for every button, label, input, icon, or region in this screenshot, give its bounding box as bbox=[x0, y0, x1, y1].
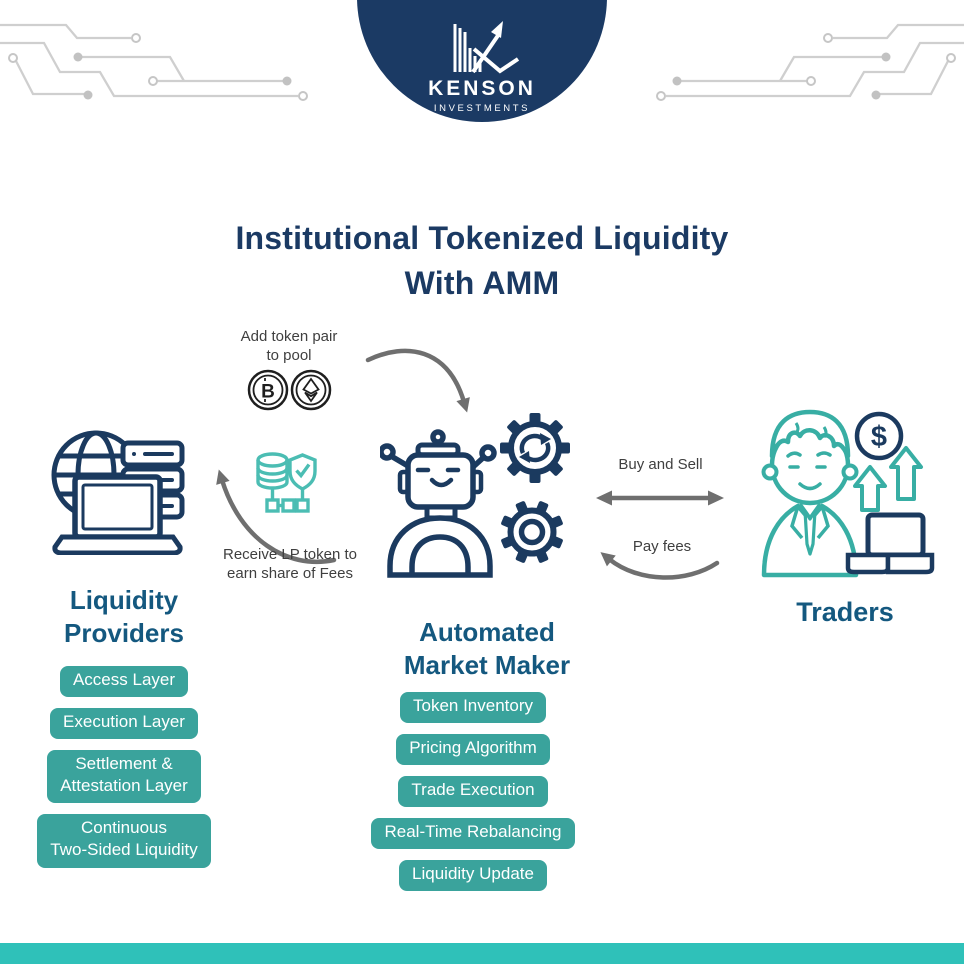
liquidity-providers-icon bbox=[51, 430, 185, 555]
badge-execution-layer: Execution Layer bbox=[50, 708, 198, 740]
badge-liquidity-update: Liquidity Update bbox=[399, 860, 547, 892]
kenson-logo-icon bbox=[453, 21, 520, 74]
title-line-2: With AMM bbox=[404, 265, 560, 302]
traders-title: Traders bbox=[796, 597, 894, 627]
svg-text:B: B bbox=[261, 382, 275, 403]
bitcoin-icon: B bbox=[247, 369, 289, 411]
growth-arrows-icon bbox=[853, 446, 923, 512]
badge-settlement-attestation-layer: Settlement & Attestation Layer bbox=[47, 750, 201, 804]
dollar-coin-icon: $ bbox=[854, 411, 904, 461]
add-token-pair-label: Add token pair to pool bbox=[240, 328, 338, 364]
robot-icon bbox=[380, 429, 497, 578]
arrow-pay-fees-icon bbox=[600, 552, 720, 580]
arrow-receive-lp-icon bbox=[216, 469, 337, 564]
gear-icon bbox=[501, 501, 563, 563]
amm-title: Automated Market Maker bbox=[403, 617, 571, 680]
page-title: Institutional Tokenized Liquidity With A… bbox=[0, 216, 964, 307]
badge-token-inventory: Token Inventory bbox=[399, 692, 546, 724]
badge-pricing-algorithm: Pricing Algorithm bbox=[396, 734, 550, 766]
laptop-icon bbox=[845, 512, 935, 575]
lp-token-shield-icon bbox=[256, 452, 317, 513]
title-line-1: Institutional Tokenized Liquidity bbox=[235, 220, 729, 256]
buy-and-sell-label: Buy and Sell bbox=[618, 456, 703, 473]
arrow-add-token-icon bbox=[365, 348, 470, 413]
sync-gear-icon bbox=[500, 413, 570, 483]
circuit-pattern-right-icon bbox=[656, 23, 964, 101]
brand-name: KENSON bbox=[428, 77, 536, 100]
svg-text:$: $ bbox=[871, 421, 887, 453]
amm-robot-gears-icon bbox=[380, 413, 570, 578]
brand-logo: KENSON INVESTMENTS bbox=[357, 0, 607, 122]
arrow-buy-sell-icon bbox=[596, 490, 724, 506]
badge-access-layer: Access Layer bbox=[59, 666, 189, 698]
liquidity-providers-title: Liquidity Providers bbox=[64, 585, 184, 648]
badge-continuous-two-sided-liquidity: Continuous Two-Sided Liquidity bbox=[37, 814, 211, 868]
trader-person-icon bbox=[761, 409, 859, 578]
circuit-pattern-left-icon bbox=[0, 23, 308, 101]
token-pair-coins-icon: B bbox=[247, 369, 332, 411]
pay-fees-label: Pay fees bbox=[632, 538, 692, 555]
ethereum-icon bbox=[290, 369, 332, 411]
amm-badges: Token Inventory Pricing Algorithm Trade … bbox=[348, 692, 598, 902]
badge-trade-execution: Trade Execution bbox=[398, 776, 548, 808]
footer-bar bbox=[0, 943, 964, 964]
brand-subtitle: INVESTMENTS bbox=[433, 103, 531, 114]
traders-icon: $ bbox=[761, 409, 935, 578]
badge-real-time-rebalancing: Real-Time Rebalancing bbox=[371, 818, 575, 850]
liquidity-providers-badges: Access Layer Execution Layer Settlement … bbox=[2, 666, 246, 879]
receive-lp-token-label: Receive LP token to earn share of Fees bbox=[223, 546, 357, 582]
